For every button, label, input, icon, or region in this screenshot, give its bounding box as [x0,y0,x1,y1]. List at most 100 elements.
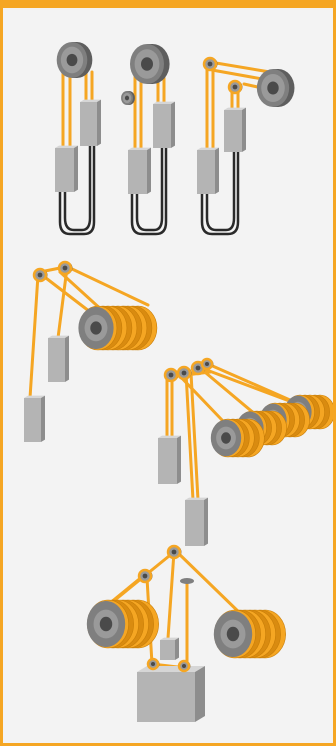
weight-top [153,101,175,104]
pulley-hub [181,370,187,376]
pulley [163,367,179,383]
rope [184,371,195,502]
drum-hub [226,626,240,642]
load-1 [48,335,69,382]
sheave-hub [141,57,153,71]
weight-front [224,110,242,152]
load-block [137,666,205,722]
weight-front [55,148,74,192]
car [197,147,219,194]
weight-side [175,637,179,660]
drum-left [86,599,159,649]
car [55,145,78,192]
sheave-hub [124,95,130,101]
weight-top [24,395,45,398]
weight-front [158,438,177,484]
rope [210,68,270,82]
weight-side [204,497,208,546]
drum-hub [99,616,113,632]
weight-front [48,338,65,382]
compensation-cable [135,148,164,232]
rope [56,266,69,340]
weight-front [185,500,204,546]
pulley [200,357,214,371]
weight-side [242,107,246,152]
load-2 [185,497,208,546]
traction-sheave [256,69,295,107]
pulley-hub [171,549,177,555]
weight-side [177,435,181,484]
pulley [202,56,218,72]
pulley [166,544,182,560]
pulley [177,659,191,673]
weight-top [185,497,208,500]
rope [68,266,150,307]
traction-sheave [56,42,93,78]
figure-single-wrap-counterweight [55,42,101,236]
rope [175,550,247,620]
rope [194,364,302,407]
weight-side [65,335,69,382]
weight-front [197,150,215,194]
drum-right [213,609,286,659]
compensation-cable [130,148,168,236]
weight-top [55,145,78,148]
weight-top [224,107,246,110]
figure-double-wrap-with-deflector [121,44,175,236]
drum-hub [221,432,231,444]
rope [208,60,272,74]
weight-front [160,640,175,660]
compensation-cable [205,152,236,232]
hanger-disc [180,578,194,584]
figure-drum-hoist-two-loads [24,260,158,442]
car [128,147,151,194]
sheave-hub [66,53,78,67]
weight-front [153,104,171,148]
pulley-hub [205,362,209,366]
pulley-hub [207,61,213,67]
weight-top [80,99,101,102]
pulley-hub [232,84,238,90]
pulley [57,260,73,276]
weight-top [128,147,151,150]
weight-front [24,398,41,442]
weight-side [41,395,45,442]
pulley [146,657,160,671]
pulley-hub [151,662,155,666]
weight-side [195,666,205,722]
weight-front [137,672,195,722]
weight-side [74,145,78,192]
load-2 [24,395,45,442]
pulley [176,365,192,381]
weight-top [197,147,219,150]
drum-hub [90,321,102,335]
figure-overhead-drive-with-idlers [197,56,295,236]
pulley-hub [142,573,148,579]
weight-side [97,99,101,146]
weight-side [171,101,175,148]
pulley [32,267,48,283]
weight-side [215,147,219,194]
drum-1 [210,418,265,458]
figure-double-drum-hoist-load-block [86,544,286,722]
weight-top [158,435,181,438]
rope [206,362,292,402]
weight-front [128,150,147,194]
compensation-cable [58,146,96,236]
pulley-hub [37,272,43,278]
pulley-hub [62,265,68,271]
load-1 [158,435,181,484]
pulley-hub [195,365,201,371]
rope [189,371,200,502]
drum [78,305,158,351]
weight-front [80,102,97,146]
sheave-hub [267,81,279,95]
pulley-hub [182,664,186,668]
weight-side [147,147,151,194]
pulley [227,79,243,95]
weight-top [48,335,69,338]
pulley [137,568,153,584]
counterweight [224,107,246,152]
counterweight [80,99,101,146]
